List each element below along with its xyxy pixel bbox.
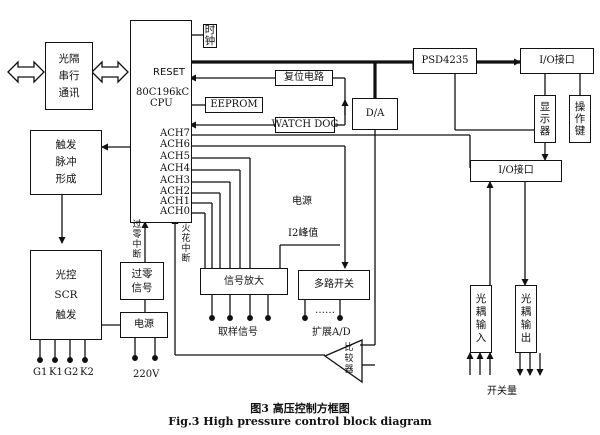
eeprom-box: EEPROM — [205, 97, 263, 113]
da-box: D/A — [352, 98, 398, 130]
serial-comm-label: 光隔 串行 通讯 — [58, 52, 80, 99]
comparator-label: 比较器 — [344, 343, 354, 375]
psd4235-label: PSD4235 — [421, 55, 469, 66]
trigger-pulse-label: 触发 脉冲 形成 — [55, 139, 77, 185]
opto-in-box: 光 耦 输 入 — [470, 285, 492, 353]
serial-comm-box: 光隔 串行 通讯 — [45, 42, 93, 110]
ach-label: ACH1 — [160, 196, 190, 207]
io-mid-label: I/O接口 — [498, 165, 534, 176]
display-label: 显 示 器 — [539, 101, 551, 137]
comparator-triangle — [323, 339, 363, 384]
caption-english: Fig.3 High pressure control block diagra… — [168, 415, 432, 428]
power-box: 电源 — [120, 312, 168, 338]
sampling-label: 取样信号 — [218, 327, 258, 338]
ach-label: ACH6 — [160, 139, 190, 150]
opto-out-label: 光 耦 输 出 — [520, 293, 532, 344]
switch-qty-label: 开关量 — [487, 386, 517, 397]
scr-trigger-label: 光控 SCR 触发 — [54, 269, 78, 321]
i2-peak-label: I2峰值 — [288, 228, 319, 239]
scr-trigger-box: 光控 SCR 触发 — [30, 250, 102, 340]
clock-box: 时 钟 — [203, 24, 217, 48]
power-label: 电源 — [292, 196, 312, 207]
serial-cpu-hollow-arrow — [91, 60, 129, 84]
terminal-label: K2 — [80, 367, 94, 378]
display-box: 显 示 器 — [534, 95, 556, 143]
v220-label: 220V — [133, 369, 160, 380]
amplifier-label: 信号放大 — [224, 275, 264, 287]
watchdog-label: WATCH DOG — [271, 119, 339, 130]
zero-cross-box: 过零 信号 — [120, 262, 164, 300]
io-mid-box: I/O接口 — [470, 160, 562, 182]
zero-cross-label: 过零 信号 — [131, 268, 153, 294]
cpu-reset-label: RESET — [153, 67, 186, 78]
spark-interrupt-label: 火花中断 — [181, 224, 191, 264]
expand-ad-label: 扩展A/D — [312, 327, 351, 338]
keyboard-box: 操 作 键 — [569, 95, 591, 143]
ach-label: ACH0 — [160, 206, 190, 217]
amplifier-box: 信号放大 — [200, 268, 288, 295]
opto-in-label: 光 耦 输 入 — [475, 293, 487, 344]
reset-circuit-box: 复位电路 — [275, 70, 333, 86]
keyboard-label: 操 作 键 — [574, 101, 586, 137]
watchdog-box: WATCH DOG — [272, 117, 338, 133]
multiplexer-box: 多路开关 — [298, 270, 370, 300]
psd4235-box: PSD4235 — [413, 48, 477, 74]
multiplexer-label: 多路开关 — [314, 279, 354, 290]
ach-label: ACH7 — [160, 128, 190, 139]
cpu-label: CPU — [150, 98, 173, 109]
trigger-pulse-box: 触发 脉冲 形成 — [30, 130, 102, 195]
reset-circuit-label: 复位电路 — [284, 72, 324, 83]
opto-out-box: 光 耦 输 出 — [515, 285, 537, 353]
caption-chinese: 图3 高压控制方框图 — [250, 402, 350, 415]
zero-interrupt-label: 过零中断 — [132, 220, 142, 260]
power-box-label: 电源 — [134, 319, 154, 330]
io-top-label: I/O接口 — [539, 55, 575, 66]
ach-label: ACH4 — [160, 163, 190, 174]
da-label: D/A — [365, 108, 385, 119]
clock-label: 时 钟 — [204, 24, 216, 47]
ach-label: ACH5 — [160, 151, 190, 162]
eeprom-label: EEPROM — [210, 99, 258, 110]
terminal-label: G2 — [64, 367, 79, 378]
terminal-label: G1 — [33, 367, 48, 378]
cpu-box — [130, 20, 192, 223]
dots-label: …… — [315, 305, 335, 316]
ach-label: ACH2 — [160, 186, 190, 197]
cpu-model-label: 80C196kC — [136, 87, 190, 98]
io-top-box: I/O接口 — [520, 48, 594, 74]
serial-left-hollow-arrow — [7, 60, 45, 84]
terminal-label: K1 — [49, 367, 63, 378]
ach-label: ACH3 — [160, 175, 190, 186]
